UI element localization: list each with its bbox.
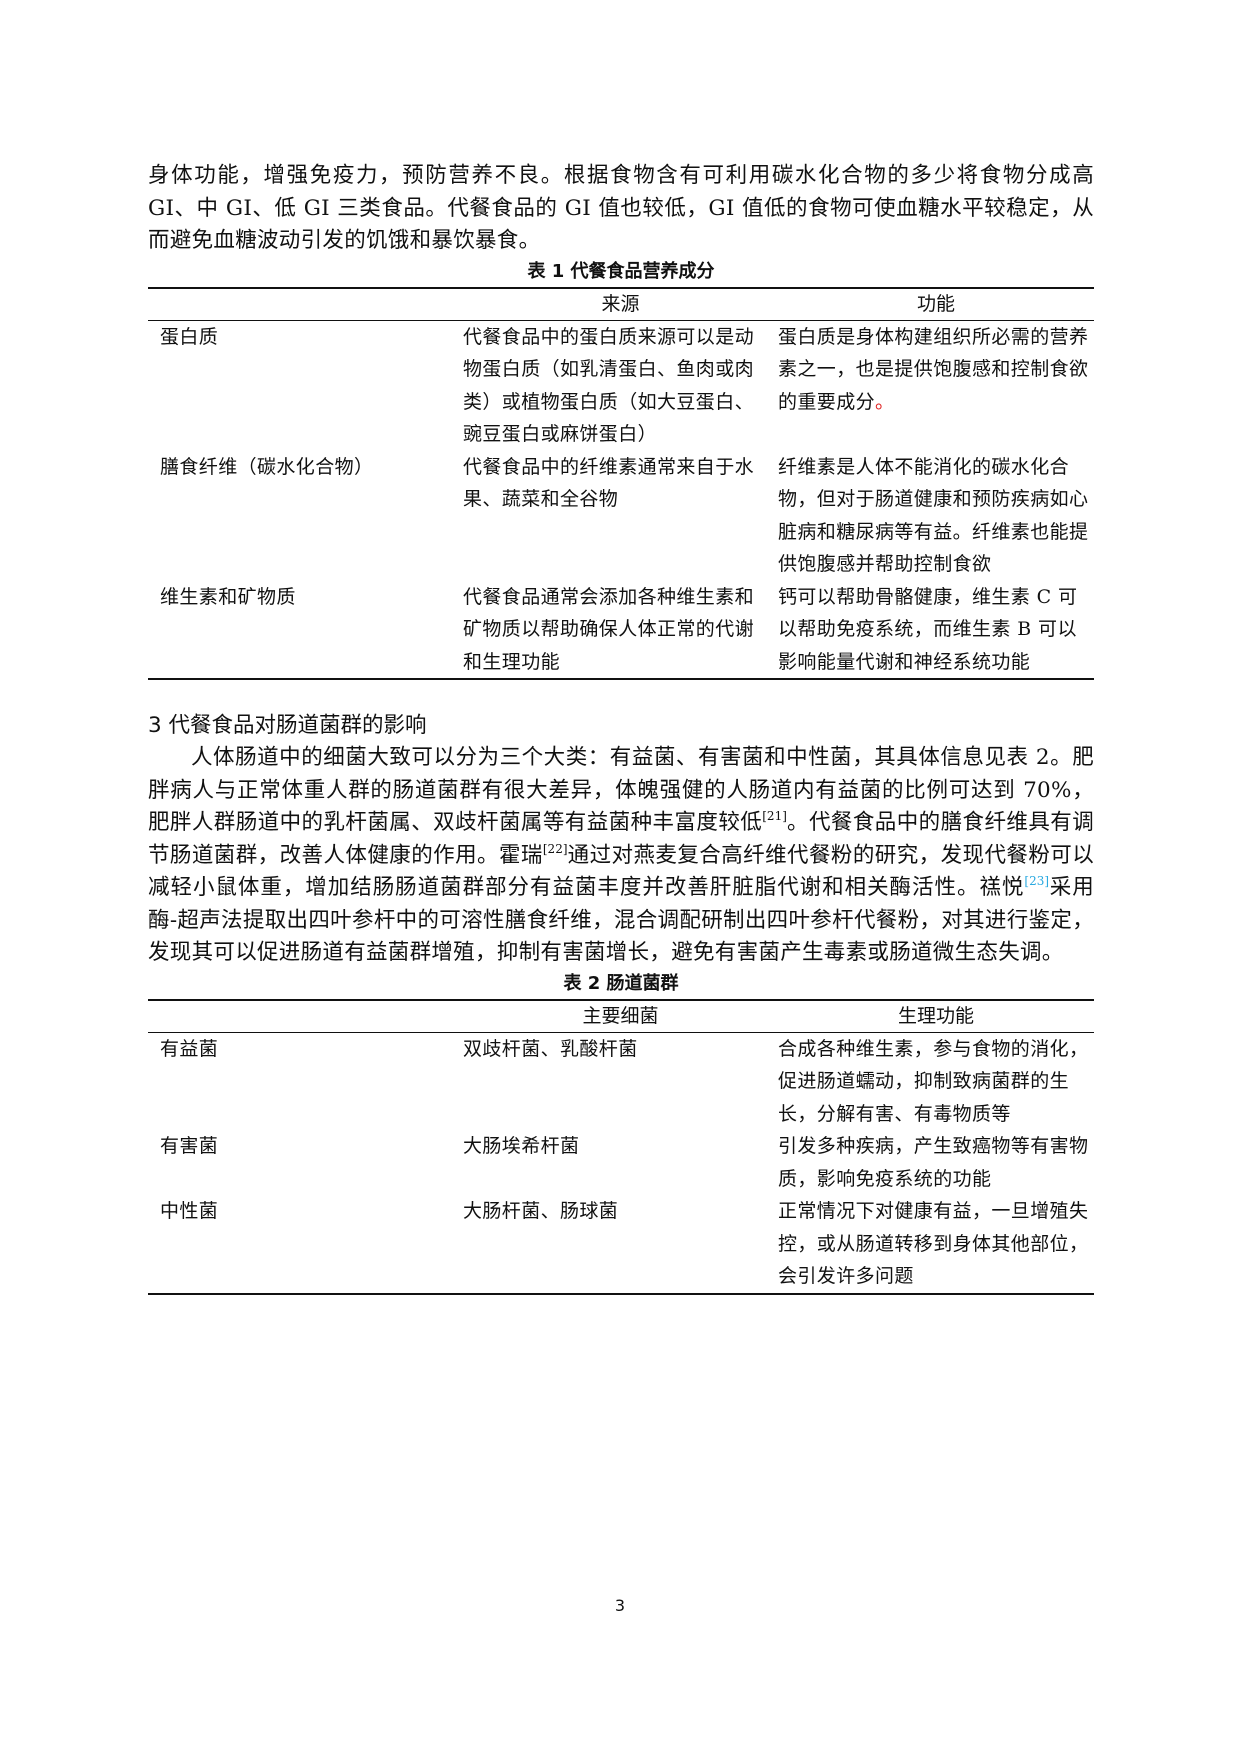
page-number: 3 <box>614 1596 626 1615</box>
table2-header-bacteria: 主要细菌 <box>463 999 778 1033</box>
table1-cell-source: 代餐食品通常会添加各种维生素和矿物质以帮助确保人体正常的代谢和生理功能 <box>463 585 755 673</box>
table1-cell-source: 代餐食品中的纤维素通常来自于水果、蔬菜和全谷物 <box>463 455 755 511</box>
intro-paragraph: 身体功能，增强免疫力，预防营养不良。根据食物含有可利用碳水化合物的多少将食物分成… <box>148 163 1094 253</box>
citation-23[interactable]: [23] <box>1024 874 1050 888</box>
paragraph-text: 。代餐食品中的膳食纤维具有调节肠道菌群，改善人体健康的作用。霍瑞 <box>148 810 1095 868</box>
table1-header-function: 功能 <box>778 287 1094 321</box>
table2-cell-name: 中性菌 <box>160 1200 219 1222</box>
table1-cell-name: 膳食纤维（碳水化合物） <box>160 455 374 478</box>
table2-cell-name: 有害菌 <box>160 1135 219 1157</box>
table2-cell-function: 引发多种疾病，产生致癌物等有害物质，影响免疫系统的功能 <box>778 1135 1089 1190</box>
table1-header-empty <box>148 287 463 321</box>
table1-nutrition-components: 来源 功能 蛋白质 代餐食品中的蛋白质来源可以是动物蛋白质（如乳清蛋白、鱼肉或肉… <box>148 286 1094 680</box>
table1-cell-name: 蛋白质 <box>160 325 219 348</box>
table2-caption: 表 2 肠道菌群 <box>563 972 679 994</box>
table1-caption: 表 1 代餐食品营养成分 <box>527 260 715 282</box>
table-row: 中性菌 大肠杆菌、肠球菌 正常情况下对健康有益，一旦增殖失控，或从肠道转移到身体… <box>148 1195 1094 1294</box>
table2-cell-bacteria: 大肠埃希杆菌 <box>463 1135 580 1157</box>
table-row: 维生素和矿物质 代餐食品通常会添加各种维生素和矿物质以帮助确保人体正常的代谢和生… <box>148 581 1094 680</box>
table1-cell-function: 纤维素是人体不能消化的碳水化合物，但对于肠道健康和预防疾病如心脏病和糖尿病等有益… <box>778 455 1089 576</box>
function-text: 蛋白质是身体构建组织所必需的营养素之一，也是提供饱腹感和控制食欲的重要成分 <box>778 325 1089 413</box>
table2-cell-function: 合成各种维生素，参与食物的消化，促进肠道蠕动，抑制致病菌群的生长，分解有害、有毒… <box>778 1037 1089 1125</box>
paragraph-text: 采用酶-超声法提取出四叶参杆中的可溶性膳食纤维，混合调配研制出四叶参杆代餐粉，对… <box>148 875 1094 965</box>
table1-cell-source: 代餐食品中的蛋白质来源可以是动物蛋白质（如乳清蛋白、鱼肉或肉类）或植物蛋白质（如… <box>463 325 755 446</box>
table-row: 膳食纤维（碳水化合物） 代餐食品中的纤维素通常来自于水果、蔬菜和全谷物 纤维素是… <box>148 451 1094 581</box>
red-period-mark: 。 <box>875 390 895 413</box>
table1-header-row: 来源 功能 <box>148 287 1094 321</box>
table2-header-row: 主要细菌 生理功能 <box>148 999 1094 1033</box>
table2-cell-name: 有益菌 <box>160 1037 219 1060</box>
citation-22[interactable]: [22] <box>542 841 568 856</box>
table2-cell-function: 正常情况下对健康有益，一旦增殖失控，或从肠道转移到身体其他部位，会引发许多问题 <box>778 1200 1089 1287</box>
paragraph-text: 人体肠道中的细菌大致可以分为三个大类：有益菌、有害菌和中性菌，其具体信息见表 2… <box>148 745 1094 835</box>
table2-gut-flora: 主要细菌 生理功能 有益菌 双歧杆菌、乳酸杆菌 合成各种维生素，参与食物的消化，… <box>148 998 1094 1295</box>
section-heading: 3 代餐食品对肠道菌群的影响 <box>148 713 427 738</box>
paragraph-text: 通过对燕麦复合高纤维代餐粉的研究，发现代餐粉可以减轻小鼠体重，增加结肠肠道菌群部… <box>148 842 1095 901</box>
document-page: 身体功能，增强免疫力，预防营养不良。根据食物含有可利用碳水化合物的多少将食物分成… <box>148 160 1094 1295</box>
table2-cell-bacteria: 大肠杆菌、肠球菌 <box>463 1200 619 1222</box>
table2-header-function: 生理功能 <box>778 999 1094 1033</box>
table1-header-source: 来源 <box>463 287 778 321</box>
table1-cell-function: 钙可以帮助骨骼健康，维生素 C 可以帮助免疫系统，而维生素 B 可以影响能量代谢… <box>778 585 1078 673</box>
table-row: 蛋白质 代餐食品中的蛋白质来源可以是动物蛋白质（如乳清蛋白、鱼肉或肉类）或植物蛋… <box>148 320 1094 451</box>
table-row: 有益菌 双歧杆菌、乳酸杆菌 合成各种维生素，参与食物的消化，促进肠道蠕动，抑制致… <box>148 1032 1094 1130</box>
table-row: 有害菌 大肠埃希杆菌 引发多种疾病，产生致癌物等有害物质，影响免疫系统的功能 <box>148 1130 1094 1195</box>
table1-cell-name: 维生素和矿物质 <box>160 585 296 608</box>
section3-paragraph: 人体肠道中的细菌大致可以分为三个大类：有益菌、有害菌和中性菌，其具体信息见表 2… <box>148 742 1094 970</box>
table2-cell-bacteria: 双歧杆菌、乳酸杆菌 <box>463 1037 638 1060</box>
table2-header-empty <box>148 999 463 1033</box>
citation-21[interactable]: [21] <box>762 809 787 823</box>
table1-cell-function: 蛋白质是身体构建组织所必需的营养素之一，也是提供饱腹感和控制食欲的重要成分。 <box>778 320 1094 451</box>
